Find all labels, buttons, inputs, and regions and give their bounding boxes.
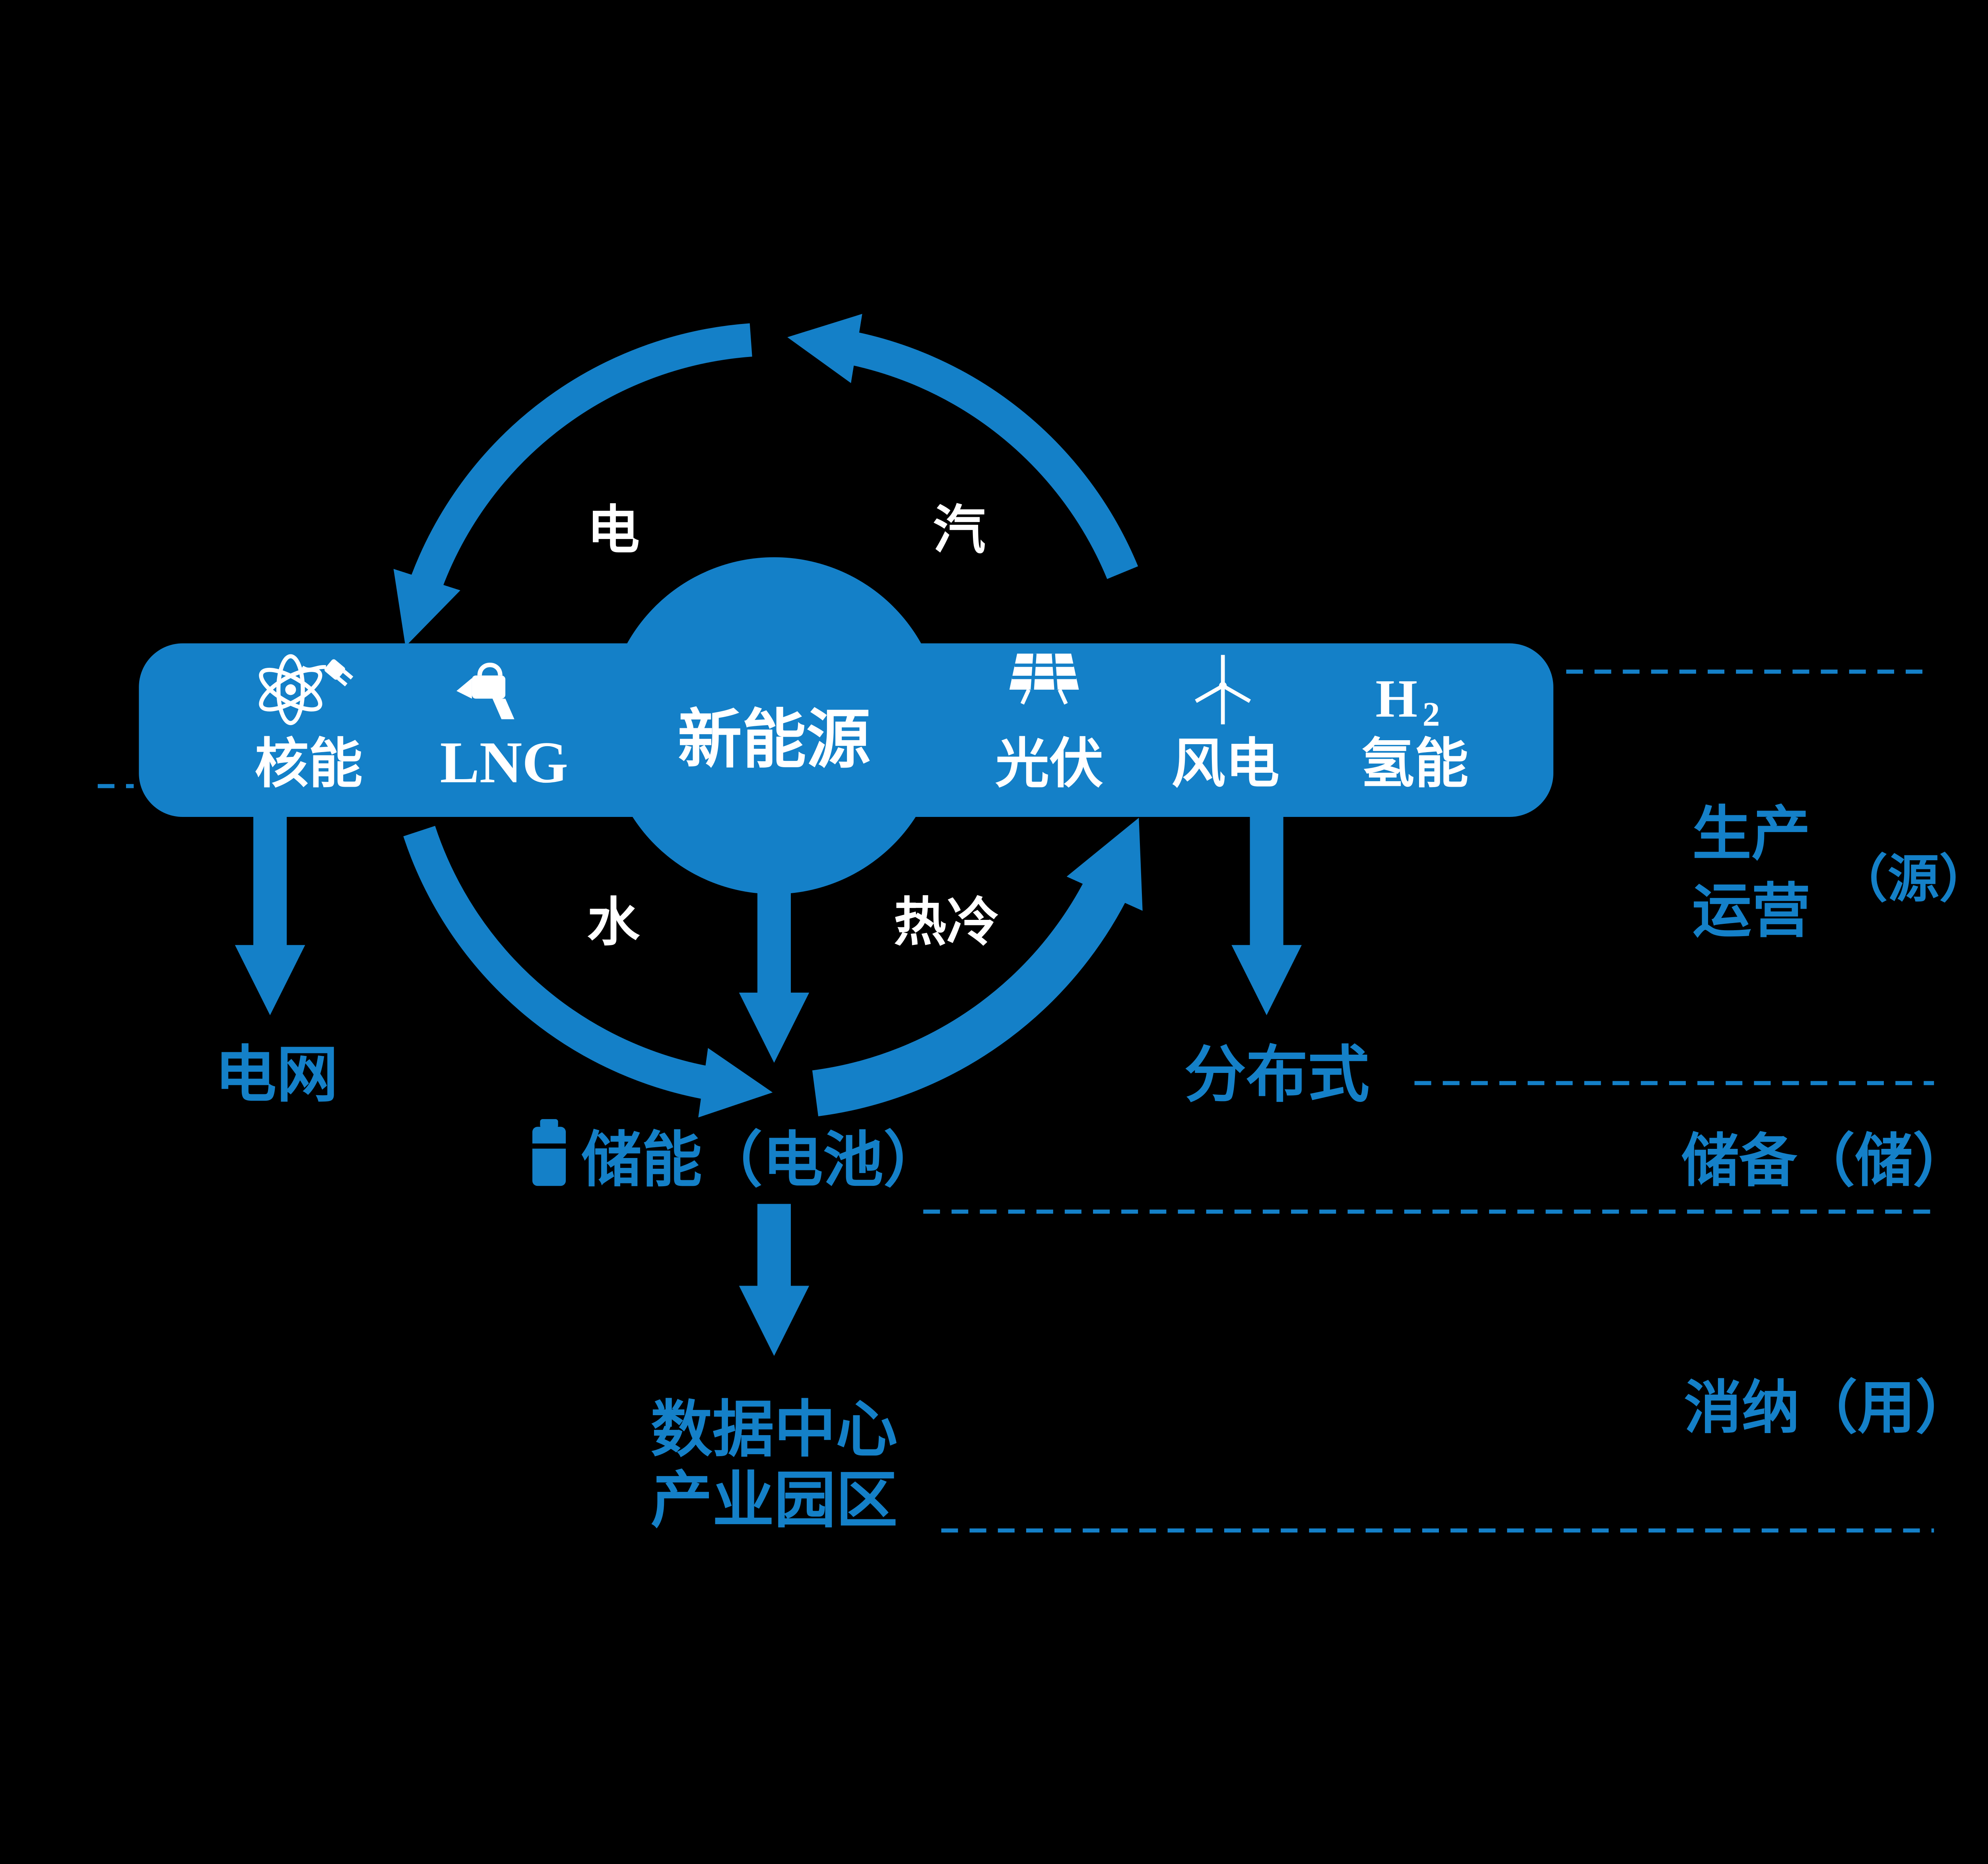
stage-dividers xyxy=(97,669,1934,1533)
distributed-label: 分布式 xyxy=(1184,1041,1370,1109)
atom-plug-icon xyxy=(259,654,353,725)
stage-production-line2: 运营 xyxy=(1692,879,1811,945)
hub-label: 新能源 xyxy=(678,704,870,776)
bar-item-lng-label: LNG xyxy=(440,730,568,795)
arrow-storage-to-bar xyxy=(812,818,1143,1117)
storage-label: 储能（电池） xyxy=(581,1127,944,1194)
solar-panel-icon xyxy=(1009,654,1079,705)
flow-arc-bottom-left xyxy=(403,826,773,1118)
bar-item-solar-label: 光伏 xyxy=(995,735,1103,794)
stage-storage: 储备（储） xyxy=(1681,1129,1971,1193)
grid-label: 电网 xyxy=(215,1041,338,1109)
stage-labels: 生产 运营 （源） 储备（储） 消纳（用） xyxy=(1681,802,1988,1440)
output-labels: 电网 分布式 储能（电池） 数据中心 产业园区 xyxy=(215,1041,1369,1535)
hydrogen-symbol-subscript: 2 xyxy=(1423,694,1440,733)
flow-label-water: 水 xyxy=(587,894,640,952)
flow-arc-top-right xyxy=(787,314,1138,579)
flow-label-steam: 汽 xyxy=(933,501,986,560)
flow-label-electricity: 电 xyxy=(587,501,640,560)
flow-ring-labels: 电 汽 水 热冷 xyxy=(587,501,999,952)
wind-turbine-icon xyxy=(1195,655,1251,725)
hub-circle xyxy=(606,557,943,894)
bar-item-wind-label: 风电 xyxy=(1171,735,1279,794)
bar-items: 核能 LNG 光伏 xyxy=(254,654,1469,795)
stage-consumption: 消纳（用） xyxy=(1684,1376,1973,1440)
stage-production-tag: （源） xyxy=(1836,851,1988,908)
datacenter-label-line1: 数据中心 xyxy=(651,1396,898,1464)
bar-item-nuclear-label: 核能 xyxy=(254,735,363,794)
flow-label-heat-cool: 热冷 xyxy=(894,894,999,952)
battery-icon xyxy=(532,1119,566,1186)
datacenter-label-line2: 产业园区 xyxy=(651,1466,898,1535)
output-arrows xyxy=(235,817,1302,1356)
stage-production-line1: 生产 xyxy=(1692,802,1811,867)
hydrogen-symbol: H xyxy=(1375,669,1417,729)
fuel-nozzle-icon xyxy=(456,662,514,720)
flow-ring xyxy=(393,314,1143,1118)
bar-item-hydrogen-label: 氢能 xyxy=(1361,735,1469,794)
background xyxy=(0,327,1988,1537)
flow-arc-top-left xyxy=(393,323,752,647)
